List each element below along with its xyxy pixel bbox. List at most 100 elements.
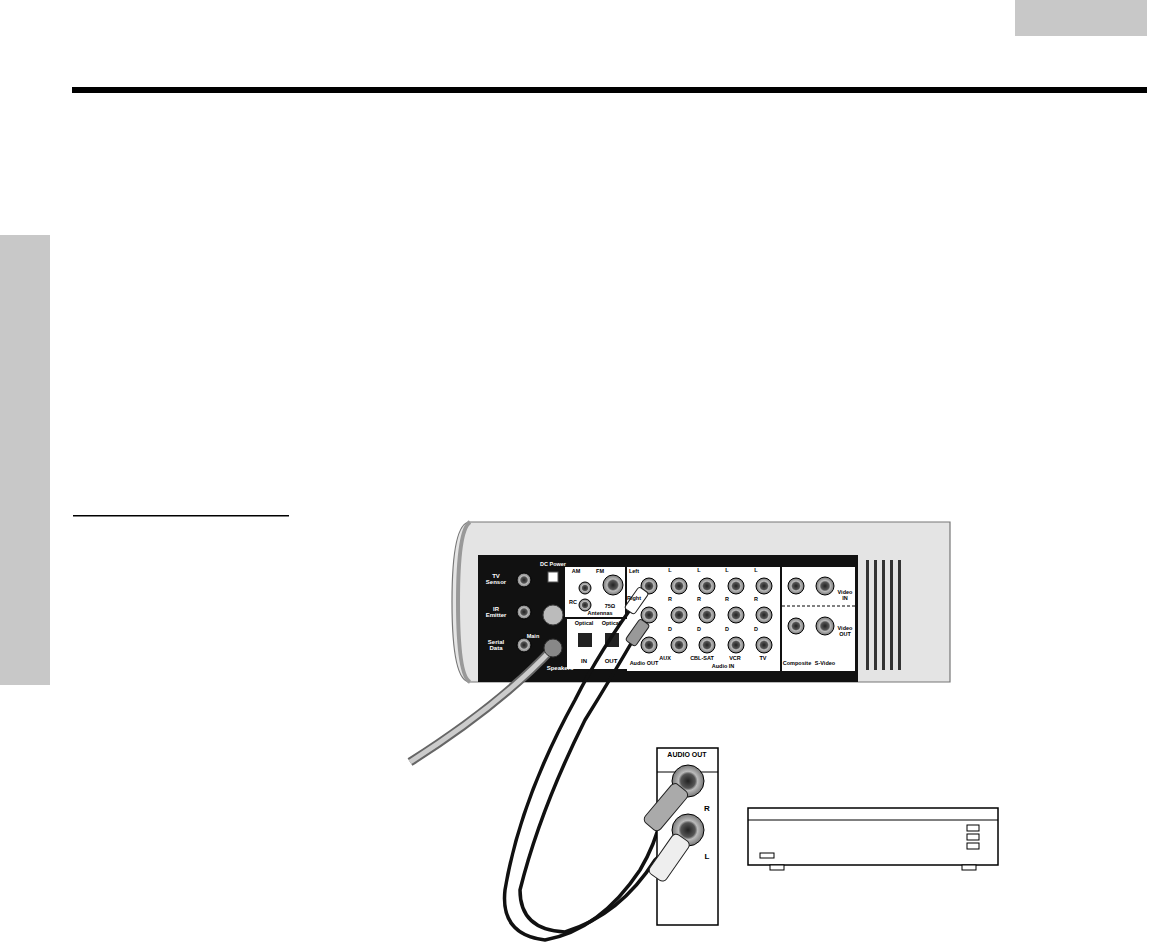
panel-label: Composite bbox=[779, 661, 815, 667]
speaker-cable-core bbox=[410, 648, 553, 762]
jack bbox=[816, 617, 834, 635]
panel-label: Video IN bbox=[836, 590, 854, 602]
device-button bbox=[967, 825, 979, 831]
panel-label: TV Sensor bbox=[483, 573, 509, 586]
panel-label: Optical bbox=[596, 621, 626, 627]
panel-label: D bbox=[695, 627, 703, 633]
jack bbox=[728, 637, 744, 653]
plug-left bbox=[624, 587, 649, 615]
panel-label: Audio OUT bbox=[626, 661, 662, 667]
panel-label: TV bbox=[755, 656, 771, 662]
jack bbox=[788, 618, 804, 634]
jack bbox=[579, 599, 591, 611]
page-tab bbox=[1015, 0, 1147, 36]
divider bbox=[782, 606, 855, 607]
jack bbox=[728, 607, 744, 623]
jack bbox=[603, 575, 623, 595]
panel-label: R bbox=[695, 597, 703, 603]
panel-label: L bbox=[666, 568, 674, 574]
jack bbox=[699, 637, 715, 653]
panel-label: Speakers bbox=[540, 665, 580, 671]
jack bbox=[579, 582, 591, 594]
console-housing bbox=[452, 522, 950, 682]
speaker-cable bbox=[410, 648, 553, 762]
vent bbox=[898, 560, 901, 670]
side-tab bbox=[0, 235, 50, 685]
device-button bbox=[967, 843, 979, 849]
panel-label: Serial Data bbox=[483, 639, 509, 652]
panel-label: Optical bbox=[569, 621, 599, 627]
speaker-plug bbox=[544, 639, 562, 657]
dc-jack bbox=[548, 572, 558, 582]
panel-label: DC Power bbox=[538, 562, 568, 568]
vent bbox=[874, 560, 877, 670]
device-plug-r bbox=[642, 782, 689, 833]
jack bbox=[517, 638, 531, 652]
panel-label: R bbox=[666, 597, 674, 603]
vent bbox=[866, 560, 869, 670]
jack bbox=[788, 578, 804, 594]
device-button bbox=[967, 834, 979, 840]
antenna-section bbox=[565, 567, 625, 617]
margin-rule bbox=[73, 515, 289, 517]
panel-label: 75Ω bbox=[600, 604, 620, 610]
jack bbox=[756, 578, 772, 594]
jack bbox=[756, 637, 772, 653]
audio-section bbox=[627, 567, 780, 671]
jack bbox=[699, 607, 715, 623]
audio-cable-right bbox=[520, 628, 668, 932]
jack bbox=[671, 637, 687, 653]
panel-label: RC bbox=[566, 600, 580, 606]
panel-label: L bbox=[701, 853, 713, 861]
plug-right bbox=[625, 619, 650, 647]
panel-label: R bbox=[752, 597, 760, 603]
panel-label: R bbox=[723, 597, 731, 603]
din-jack bbox=[543, 605, 563, 625]
device-light bbox=[760, 853, 774, 858]
panel-label: IN bbox=[577, 658, 591, 664]
header-rule bbox=[72, 87, 1147, 93]
jacks bbox=[517, 573, 834, 653]
vent bbox=[890, 560, 893, 670]
panel-label: L bbox=[723, 568, 731, 574]
panel-label: OUT bbox=[601, 658, 621, 664]
panel-label: D bbox=[752, 627, 760, 633]
jack bbox=[641, 637, 657, 653]
device-foot bbox=[770, 865, 784, 870]
device-line bbox=[748, 820, 998, 821]
video-section bbox=[782, 567, 855, 671]
jack bbox=[517, 573, 531, 587]
jack bbox=[671, 578, 687, 594]
panel-label: Audio IN bbox=[703, 664, 743, 670]
panel-label: R bbox=[701, 805, 713, 813]
panel-label: Main bbox=[523, 634, 543, 640]
audio-device bbox=[748, 808, 998, 865]
panel-label: IR Emitter bbox=[483, 606, 509, 619]
panel-label: FM bbox=[593, 569, 607, 575]
device-plug-l bbox=[647, 832, 691, 883]
panel-label: AUDIO OUT bbox=[658, 751, 716, 758]
audio-out-panel bbox=[657, 748, 718, 925]
panel-label: S-Video bbox=[810, 661, 840, 667]
jack bbox=[517, 605, 531, 619]
panel-label: D bbox=[723, 627, 731, 633]
panel-label: AM bbox=[569, 569, 583, 575]
panel-label: L bbox=[752, 568, 760, 574]
panel-label: L bbox=[695, 568, 703, 574]
optical-in bbox=[578, 633, 592, 647]
panel-label: Left bbox=[624, 569, 644, 575]
panel-label: CBL-SAT bbox=[686, 656, 718, 662]
console-edge bbox=[458, 522, 470, 682]
jack bbox=[756, 607, 772, 623]
device-foot bbox=[962, 865, 976, 870]
panel-label: Antennas bbox=[583, 611, 617, 617]
panel-label: VCR bbox=[725, 656, 745, 662]
panel-label: AUX bbox=[653, 656, 677, 662]
vents bbox=[866, 560, 901, 670]
panel-label: Right bbox=[624, 596, 644, 602]
vent bbox=[882, 560, 885, 670]
jack bbox=[699, 578, 715, 594]
audio-cable-left bbox=[505, 596, 663, 940]
panel-label: Video OUT bbox=[836, 626, 854, 638]
